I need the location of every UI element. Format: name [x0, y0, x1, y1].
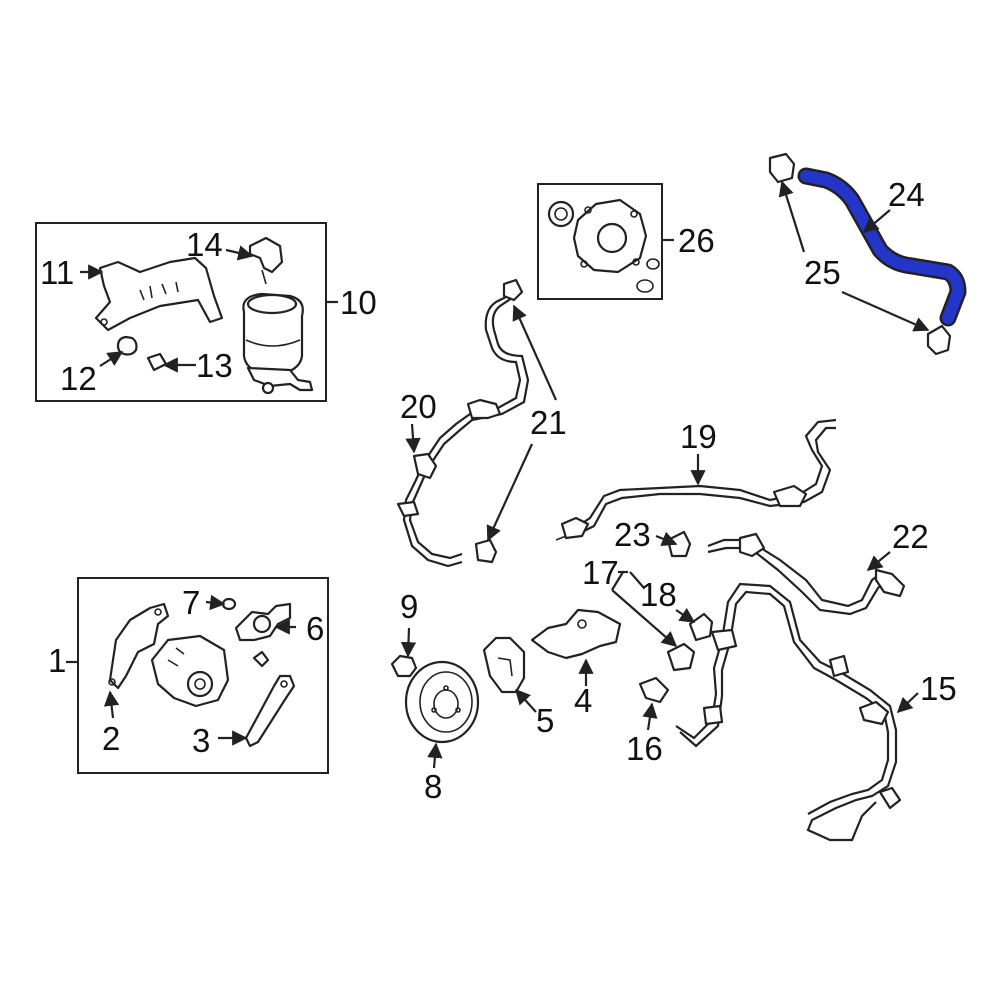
pulley-part-8[interactable] [404, 660, 480, 744]
callout-leaders [80, 180, 930, 769]
callout-17: 17 [582, 554, 619, 591]
reservoir-group-box [35, 222, 327, 402]
return-hose-part-19[interactable] [555, 418, 837, 541]
callout-16: 16 [626, 730, 663, 767]
callout-14: 14 [186, 226, 223, 263]
bracket-part-11[interactable] [94, 256, 224, 332]
grommet-part-13[interactable] [146, 352, 168, 372]
callout-26: 26 [678, 222, 715, 259]
oring-part-7[interactable] [221, 597, 237, 611]
brace-part-3[interactable] [244, 674, 296, 748]
bracket-part-2[interactable] [108, 602, 170, 690]
pump-part-1[interactable] [150, 634, 230, 708]
callout-18: 18 [640, 576, 677, 613]
nut-part-9[interactable] [390, 654, 418, 678]
callout-1: 1 [48, 642, 66, 679]
callout-8: 8 [424, 768, 442, 805]
callout-9: 9 [400, 588, 418, 625]
clamp-part-21[interactable] [474, 538, 498, 564]
clamp-part-23[interactable] [666, 530, 692, 558]
callout-13: 13 [196, 347, 233, 384]
callout-11: 11 [40, 254, 74, 291]
callout-23: 23 [614, 516, 651, 553]
clamp-part-16[interactable] [638, 676, 670, 704]
callout-24: 24 [888, 176, 925, 213]
union-part-18[interactable] [688, 612, 714, 642]
callout-19: 19 [680, 418, 717, 455]
callout-3: 3 [192, 722, 210, 759]
clamp-part-25-lower[interactable] [926, 324, 952, 356]
return-tube-part-15[interactable] [675, 582, 902, 842]
pump-group-box [77, 577, 329, 774]
gasket-kit-part-26[interactable] [547, 198, 660, 293]
callout-25: 25 [804, 254, 841, 291]
connector-part-6[interactable] [234, 602, 292, 642]
callout-5: 5 [536, 702, 554, 739]
cover-part-5[interactable] [482, 636, 526, 694]
union-part-17[interactable] [666, 642, 696, 672]
bolt-part-pump[interactable] [252, 650, 270, 668]
callout-10: 10 [340, 284, 377, 321]
pressure-hose-part-20[interactable] [396, 278, 530, 568]
callout-15: 15 [920, 670, 957, 707]
reservoir-part-10[interactable] [242, 292, 314, 395]
cooler-tube-part-22[interactable] [707, 532, 906, 616]
cap-part-14[interactable] [248, 236, 284, 285]
clamp-part-25-upper[interactable] [768, 152, 796, 184]
callout-6: 6 [306, 610, 324, 647]
callout-12: 12 [60, 360, 97, 397]
hose-part-24[interactable] [797, 167, 967, 327]
callout-20: 20 [400, 388, 437, 425]
callout-21: 21 [530, 404, 567, 441]
bracket-part-4[interactable] [530, 608, 622, 660]
callout-22: 22 [892, 518, 929, 555]
callout-2: 2 [102, 720, 120, 757]
callout-7: 7 [182, 584, 200, 621]
gasket-kit-box [537, 183, 663, 300]
callout-4: 4 [574, 682, 592, 719]
